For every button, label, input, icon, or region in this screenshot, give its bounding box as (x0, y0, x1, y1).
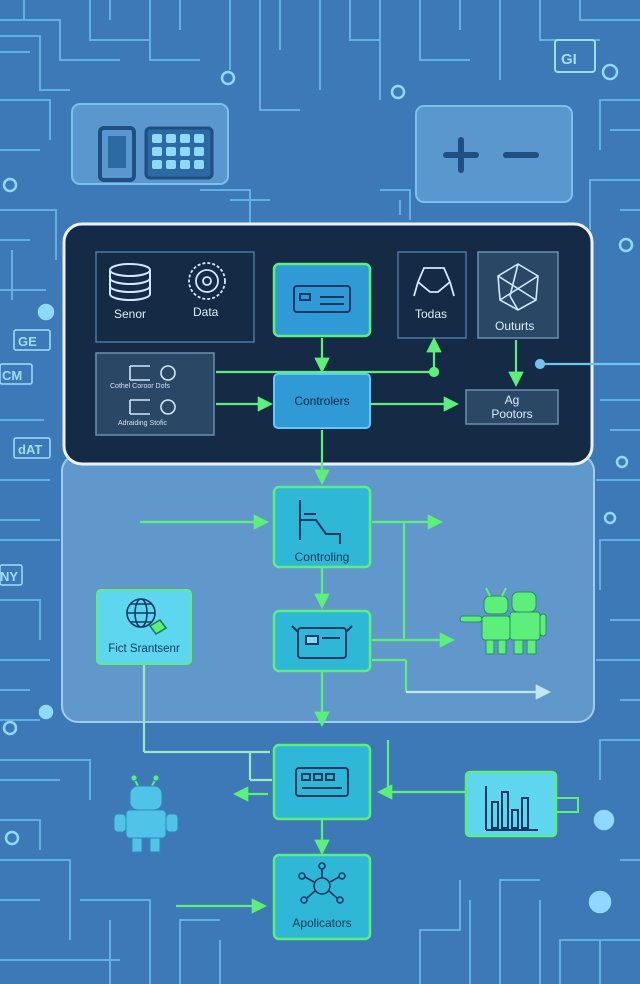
ag-pootors-box (465, 389, 559, 425)
circuit-trace (599, 99, 640, 150)
keypad-key (166, 160, 176, 169)
sensor-label: Senor (114, 307, 146, 321)
flow-arrows (140, 336, 640, 914)
circuit-trace (499, 879, 540, 984)
graph-icon (129, 365, 176, 415)
circuit-trace (380, 189, 411, 220)
battery-icon (443, 137, 539, 173)
outputs-label: Outurts (495, 319, 534, 333)
keypad-key (152, 160, 162, 169)
keyboard-icon (295, 767, 349, 797)
keypad-key (194, 147, 204, 156)
circuit-trace (0, 19, 120, 61)
sensor-data-box (95, 251, 255, 343)
circuit-trace (589, 179, 640, 230)
chart-step-icon (299, 500, 341, 544)
top-device-left (71, 103, 229, 185)
monitor-icon (291, 625, 353, 659)
label-cm: CM (2, 368, 22, 383)
label-gi: GI (561, 51, 577, 68)
keypad-key (180, 147, 190, 156)
side-labels: GI GE CM dAT NY (0, 39, 596, 586)
keypad-key (152, 147, 162, 156)
left-robot-icon (113, 774, 179, 853)
circuit-trace (259, 0, 300, 111)
circuit-trace (0, 759, 91, 800)
controlling-label: Controling (295, 550, 350, 564)
database-icon (109, 263, 151, 301)
keypad-key (194, 160, 204, 169)
label-ny: NY (0, 569, 18, 584)
circuit-trace (200, 189, 251, 230)
circuit-trace (89, 0, 150, 41)
todas-label: Todas (415, 307, 447, 321)
top-panel: Senor Data Todas (62, 222, 594, 466)
control-line-1: Cothel Coroor Dofs (110, 383, 170, 390)
bar-chart-icon (485, 786, 538, 831)
fict-label: Fict Srantsenr (108, 643, 180, 655)
phone-icon (98, 126, 136, 182)
ag-line-2: Pootors (491, 407, 532, 421)
label-dat: dAT (18, 442, 42, 457)
network-icon (298, 862, 346, 904)
applicators-node: Apolicators (272, 853, 372, 941)
globe-icon (126, 598, 168, 636)
circuit-trace (179, 919, 220, 984)
circuit-trace (0, 859, 71, 940)
circuit-trace (579, 0, 640, 21)
data-label: Data (193, 305, 219, 319)
circuit-trace (559, 939, 640, 984)
data-chip-icon (188, 262, 226, 300)
circuit-trace (419, 880, 461, 984)
camera-node (272, 262, 372, 338)
controlling-node: Controling (272, 485, 372, 569)
keypad-key (180, 160, 190, 169)
top-device-right (415, 105, 573, 203)
ag-line-1: Ag (505, 393, 520, 407)
circuit-trace (599, 539, 640, 590)
circuit-trace (419, 0, 470, 61)
circuit-trace (0, 99, 51, 140)
keypad-key (152, 134, 162, 143)
circuit-trace (0, 35, 70, 91)
control-data-box (95, 352, 215, 436)
circuit-trace (149, 0, 200, 61)
label-ge: GE (18, 334, 37, 349)
circuit-trace (599, 739, 640, 780)
polyhedron-icon (497, 263, 539, 311)
controllers-label: Controlers (294, 394, 349, 408)
control-line-2: Adraiding Stofic (118, 420, 168, 427)
keypad-key (194, 134, 204, 143)
keypad-key (166, 147, 176, 156)
circuit-nodes (2, 63, 634, 914)
circuit-trace (349, 0, 380, 41)
processor-node (272, 743, 372, 821)
keypad-icon (144, 126, 214, 180)
circuit-trace (0, 209, 57, 260)
controllers-node (273, 373, 371, 429)
circuit-trace (0, 599, 41, 640)
fict-sensor-box: Fict Srantsenr (96, 589, 192, 665)
monitor-node (272, 609, 372, 673)
drone-icon (413, 267, 455, 297)
circuit-trace (0, 819, 41, 850)
camera-icon (293, 285, 351, 313)
robot-icon (459, 587, 547, 655)
keypad-key (166, 134, 176, 143)
keypad-key (180, 134, 190, 143)
bar-chart-box (464, 770, 579, 838)
circuit-trace (80, 899, 151, 984)
applicators-label: Apolicators (292, 916, 351, 930)
